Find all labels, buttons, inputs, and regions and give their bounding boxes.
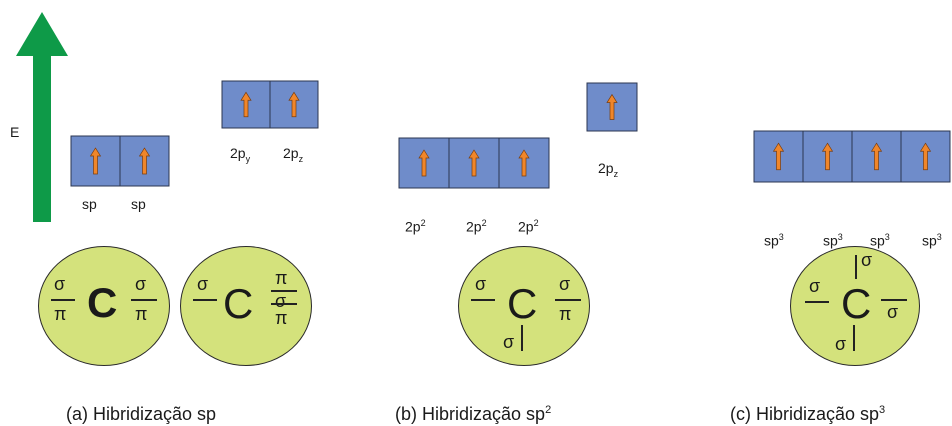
electron-up-arrow xyxy=(772,142,785,171)
electron-up-arrow xyxy=(606,93,618,120)
carbon-circle-sp-2: σ C π σ π xyxy=(180,246,312,366)
sigma-right-top: σ xyxy=(559,274,571,294)
sp-label-1: sp xyxy=(82,196,97,212)
carbon-atom: C xyxy=(507,280,538,327)
sp3-label-2: sp3 xyxy=(823,232,843,249)
electron-up-arrow xyxy=(870,142,883,171)
sigma-right: σ xyxy=(275,291,287,311)
bond-line xyxy=(271,303,297,305)
energy-label: E xyxy=(10,124,20,140)
carbon-circle-sp-1: σ π C σ π xyxy=(38,246,170,366)
electron-up-arrow xyxy=(821,142,834,171)
sigma-left: σ xyxy=(475,274,487,294)
electron-up-arrow xyxy=(418,149,430,177)
carbon-atom: C xyxy=(223,280,254,327)
electron-up-arrow xyxy=(240,91,252,118)
bond-line xyxy=(193,299,217,301)
electron-up-arrow xyxy=(89,147,102,175)
2p2-label-2: 2p2 xyxy=(466,218,487,235)
electron-up-arrow xyxy=(919,142,932,171)
sigma-left: σ xyxy=(809,276,821,296)
2pz-label-b: 2pz xyxy=(598,160,619,179)
carbon-atom: C xyxy=(841,280,872,327)
sigma-right-top: σ xyxy=(135,274,147,294)
electron-up-arrow xyxy=(468,149,480,177)
electron-up-arrow xyxy=(518,149,530,177)
caption-a: (a) Hibridização sp xyxy=(66,404,217,424)
pi-right-bottom: π xyxy=(275,308,288,328)
bond-line xyxy=(471,299,495,301)
energy-arrow xyxy=(16,12,68,222)
sigma-bottom: σ xyxy=(503,332,515,352)
bond-line xyxy=(855,255,857,279)
p-orbital-box-a xyxy=(221,80,271,129)
sigma-right: σ xyxy=(887,302,899,322)
2p2-label-3: 2p2 xyxy=(518,218,539,235)
bond-line xyxy=(271,290,297,292)
bond-line xyxy=(131,299,157,301)
sp3-label-1: sp3 xyxy=(764,232,784,249)
sp-label-2: sp xyxy=(131,196,146,212)
sp3-label-3: sp3 xyxy=(870,232,890,249)
bond-line xyxy=(555,299,581,301)
bond-line xyxy=(521,325,523,351)
caption-c: (c) Hibridização sp3 xyxy=(730,404,886,424)
carbon-circle-sp3: σ σ C σ σ xyxy=(790,246,920,366)
caption-b: (b) Hibridização sp2 xyxy=(395,404,552,424)
sigma-left-top: σ xyxy=(54,274,66,294)
pi-left-bottom: π xyxy=(54,304,67,324)
electron-up-arrow xyxy=(138,147,151,175)
sp3-label-4: sp3 xyxy=(922,232,942,249)
bond-line xyxy=(51,299,75,301)
electron-up-arrow xyxy=(288,91,300,118)
sigma-top: σ xyxy=(861,250,873,270)
carbon-circle-sp2: σ C σ π σ xyxy=(458,246,590,366)
sigma-left: σ xyxy=(197,274,209,294)
2pz-label-a: 2pz xyxy=(283,145,304,164)
bond-line xyxy=(805,301,829,303)
bond-line xyxy=(853,325,855,351)
pi-right-bottom: π xyxy=(135,304,148,324)
sigma-bottom: σ xyxy=(835,334,847,354)
2py-label: 2py xyxy=(230,145,251,164)
pi-right-top: π xyxy=(275,268,288,288)
2p2-label-1: 2p2 xyxy=(405,218,426,235)
pi-right-bottom: π xyxy=(559,304,572,324)
carbon-atom: C xyxy=(87,279,118,326)
bond-line xyxy=(881,299,907,301)
